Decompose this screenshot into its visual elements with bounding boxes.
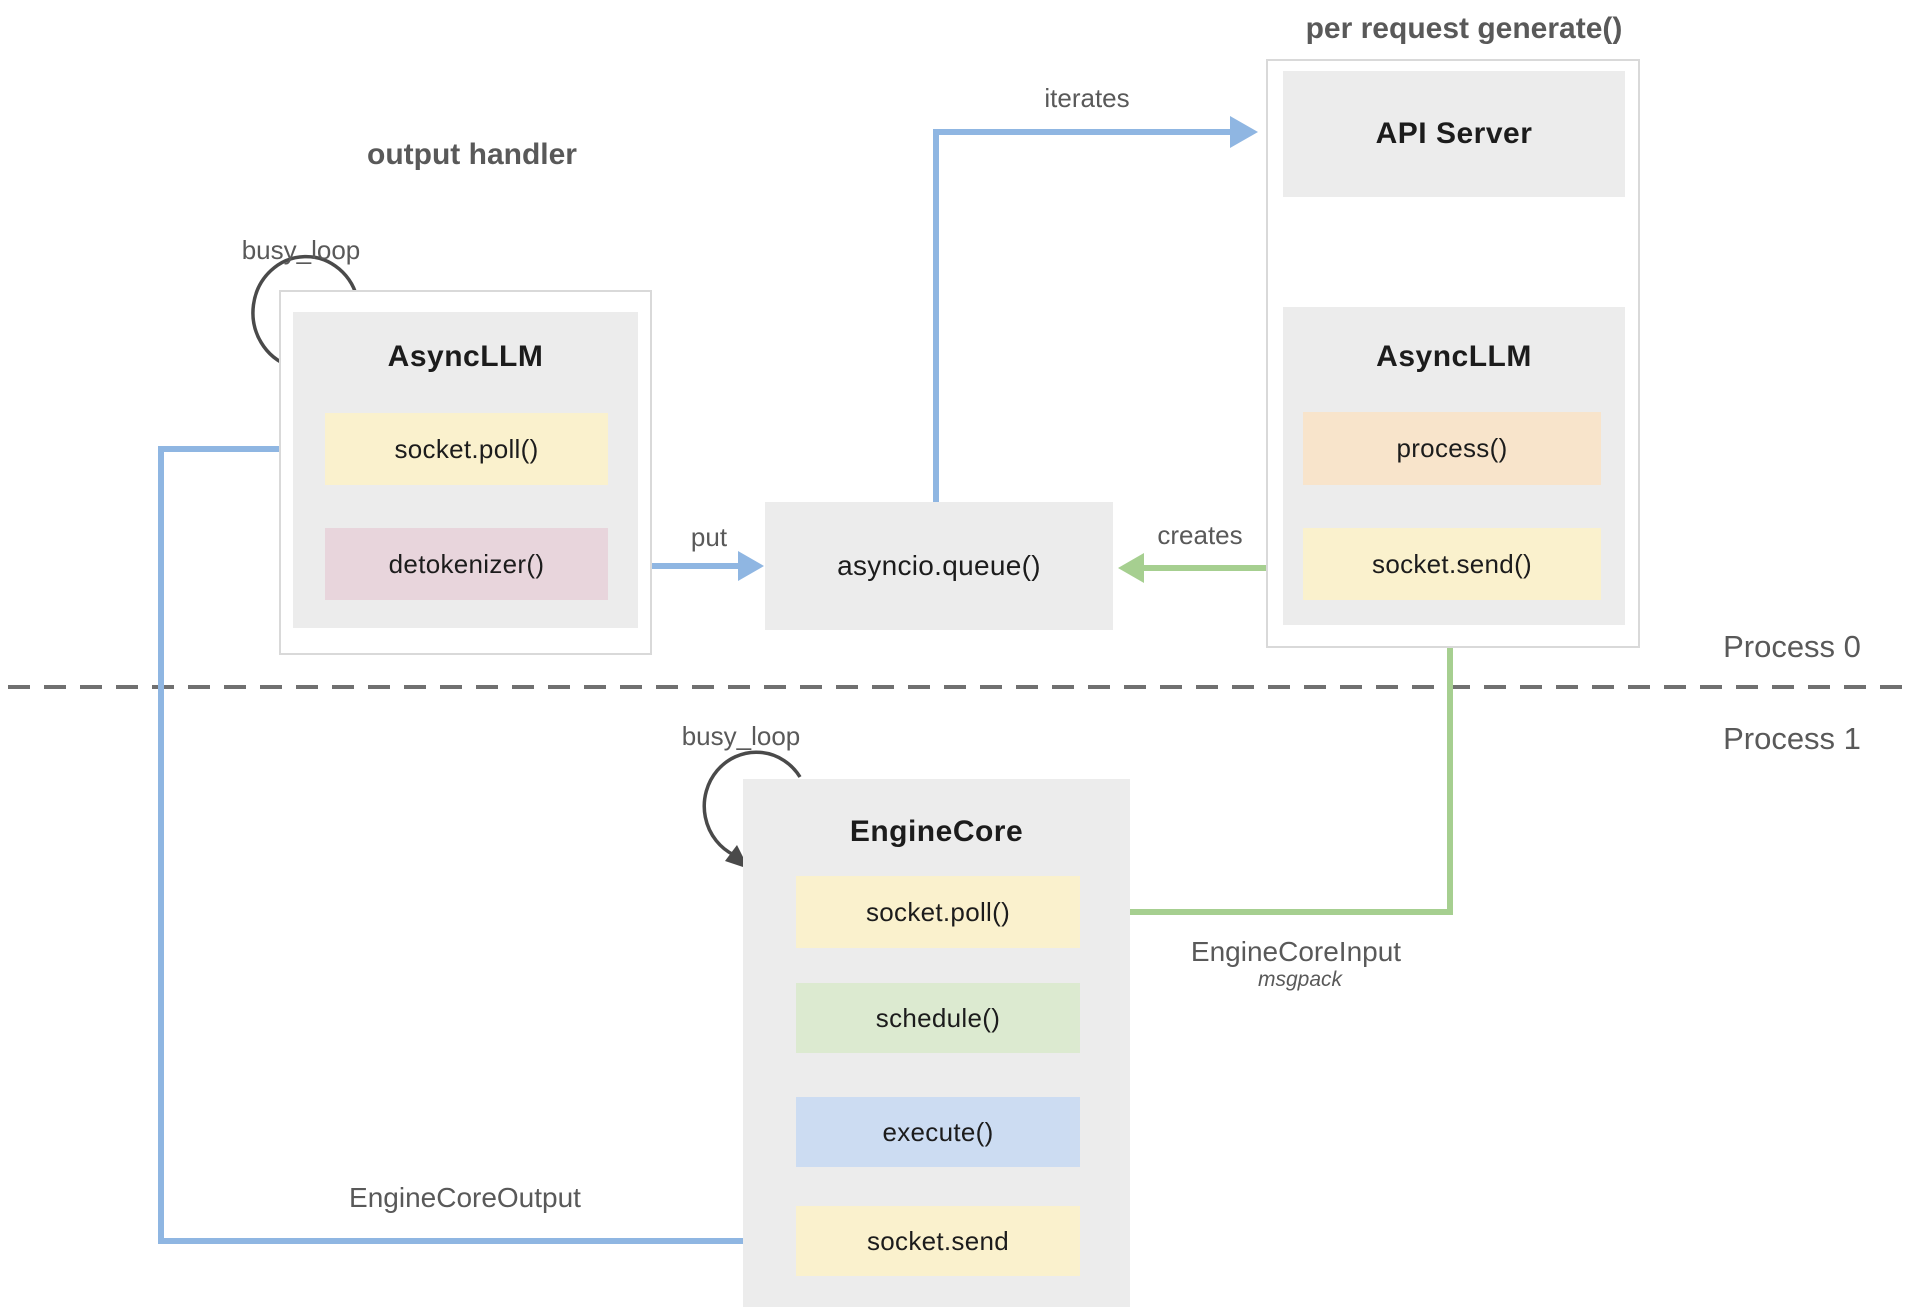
busy-loop-arc-bottom-icon xyxy=(702,750,802,857)
api-server-title: API Server xyxy=(1375,117,1533,150)
engine-socket-poll-chip: socket.poll() xyxy=(796,876,1080,948)
busy-loop-label-top: busy_loop xyxy=(241,235,361,265)
engine-core-output-arrow-line xyxy=(158,446,796,1244)
busy-loop-arc-top-icon xyxy=(251,254,360,368)
msgpack-sublabel: msgpack xyxy=(1257,968,1343,991)
left-socket-poll-chip: socket.poll() xyxy=(325,413,608,485)
process-chip: process() xyxy=(1303,412,1601,485)
per-request-generate-title: per request generate() xyxy=(1305,12,1623,45)
put-arrowhead-icon xyxy=(738,551,764,581)
iterates-arrow-line xyxy=(933,129,1232,502)
asyncio-queue-label: asyncio.queue() xyxy=(837,550,1041,581)
busy-loop-label-bottom: busy_loop xyxy=(681,721,801,751)
iterates-arrowhead-icon xyxy=(1230,116,1258,148)
put-edge-label: put xyxy=(690,522,728,552)
right-asyncllm-title: AsyncLLM xyxy=(1376,340,1532,373)
creates-edge-label: creates xyxy=(1157,520,1243,550)
engine-core-panel: EngineCore socket.poll() schedule() exec… xyxy=(743,779,1130,1307)
engine-socket-send-chip: socket.send xyxy=(796,1206,1080,1276)
process-0-lane-label: Process 0 xyxy=(1723,629,1861,664)
engine-core-input-arrow-line xyxy=(1106,600,1453,915)
creates-arrowhead-icon xyxy=(1118,553,1144,583)
process-1-lane-label: Process 1 xyxy=(1723,721,1861,756)
engine-execute-chip: execute() xyxy=(796,1097,1080,1167)
output-handler-title: output handler xyxy=(367,138,577,171)
asyncio-queue-panel: asyncio.queue() xyxy=(765,502,1113,630)
engine-core-title: EngineCore xyxy=(849,815,1024,848)
api-server-panel: API Server xyxy=(1283,71,1625,197)
right-socket-send-chip: socket.send() xyxy=(1303,528,1601,600)
engine-schedule-chip: schedule() xyxy=(796,983,1080,1053)
left-asyncllm-panel: AsyncLLM socket.poll() detokenizer() xyxy=(293,312,638,628)
engine-core-input-edge-label: EngineCoreInput xyxy=(1190,936,1402,967)
right-asyncllm-panel: AsyncLLM process() socket.send() xyxy=(1283,307,1625,625)
left-detokenizer-chip: detokenizer() xyxy=(325,528,608,600)
left-asyncllm-title: AsyncLLM xyxy=(387,340,544,373)
iterates-edge-label: iterates xyxy=(1044,83,1130,113)
engine-core-output-edge-label: EngineCoreOutput xyxy=(349,1182,581,1213)
